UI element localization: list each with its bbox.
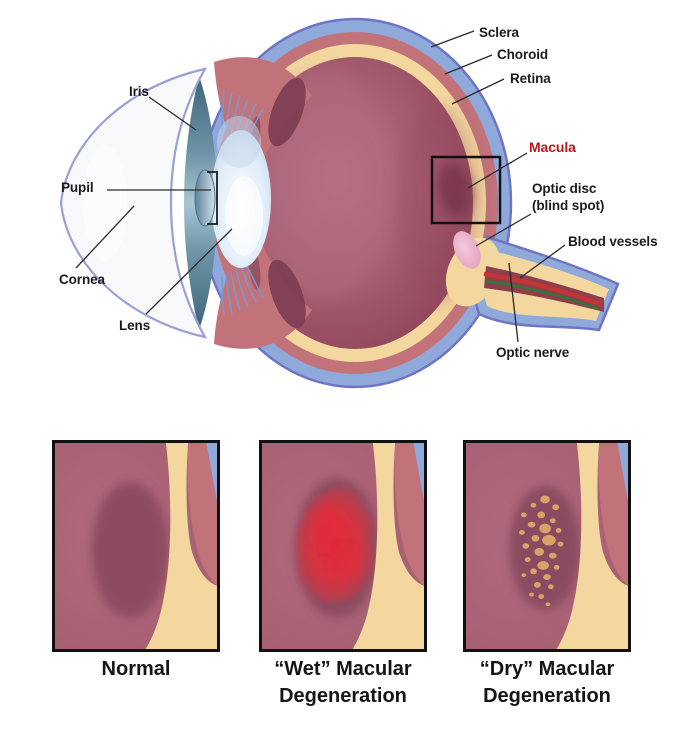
label-retina: Retina	[510, 71, 551, 86]
leader-blood-vessels	[519, 244, 566, 279]
leader-retina	[451, 78, 505, 105]
leader-lines	[75, 30, 566, 343]
pupil-aperture	[194, 169, 216, 227]
label-cornea: Cornea	[59, 272, 105, 287]
normal-macula-oval	[91, 481, 169, 618]
optic-disc-oval	[453, 231, 481, 269]
leader-sclera	[430, 30, 475, 48]
label-optic-nerve: Optic nerve	[496, 345, 570, 360]
caption-wet: “Wet” Macular Degeneration	[274, 658, 412, 707]
label-macula: Macula	[529, 139, 576, 155]
leader-lens	[145, 228, 233, 315]
label-lens: Lens	[119, 318, 151, 333]
cornea-sheen	[83, 145, 127, 261]
panel-normal-art	[55, 443, 217, 649]
leader-optic-nerve	[508, 262, 519, 343]
wet-hemorrhage-blob	[295, 487, 374, 603]
macula-highlight-box	[430, 155, 502, 225]
panel-wet-art	[262, 443, 424, 649]
label-choroid: Choroid	[497, 47, 549, 62]
pupil-bracket	[207, 171, 218, 225]
dry-macula-oval	[509, 485, 581, 611]
leader-macula	[467, 152, 528, 189]
lens-body	[211, 116, 271, 268]
central-retinal-artery	[483, 271, 603, 308]
cornea-dome	[59, 67, 208, 339]
label-optic-disc: Optic disc (blind spot)	[532, 181, 604, 215]
label-pupil: Pupil	[61, 180, 94, 195]
eye-cross-section-diagram	[59, 17, 620, 389]
panel-normal	[52, 440, 220, 652]
macula-spot	[436, 161, 474, 219]
drusen-spots	[519, 495, 564, 607]
central-retinal-vein	[485, 279, 600, 311]
label-optic-disc-line1: Optic disc	[532, 181, 597, 196]
leader-choroid	[444, 54, 493, 75]
leader-cornea	[75, 205, 135, 269]
label-blood-vessels: Blood vessels	[568, 234, 658, 249]
label-optic-disc-line2: (blind spot)	[532, 197, 605, 213]
label-iris: Iris	[129, 84, 149, 99]
panel-wet	[259, 440, 427, 652]
panel-dry	[463, 440, 631, 652]
caption-normal: Normal	[101, 658, 171, 680]
label-sclera: Sclera	[479, 25, 519, 40]
optic-nerve-group	[445, 231, 620, 332]
leader-iris	[148, 96, 197, 131]
anterior-segment	[59, 57, 312, 349]
leader-optic-disc	[475, 213, 532, 247]
ciliary-muscle-upper	[268, 77, 306, 147]
caption-dry: “Dry” Macular Degeneration	[479, 658, 615, 707]
panel-dry-art	[466, 443, 628, 649]
ciliary-muscle-lower	[268, 259, 306, 329]
